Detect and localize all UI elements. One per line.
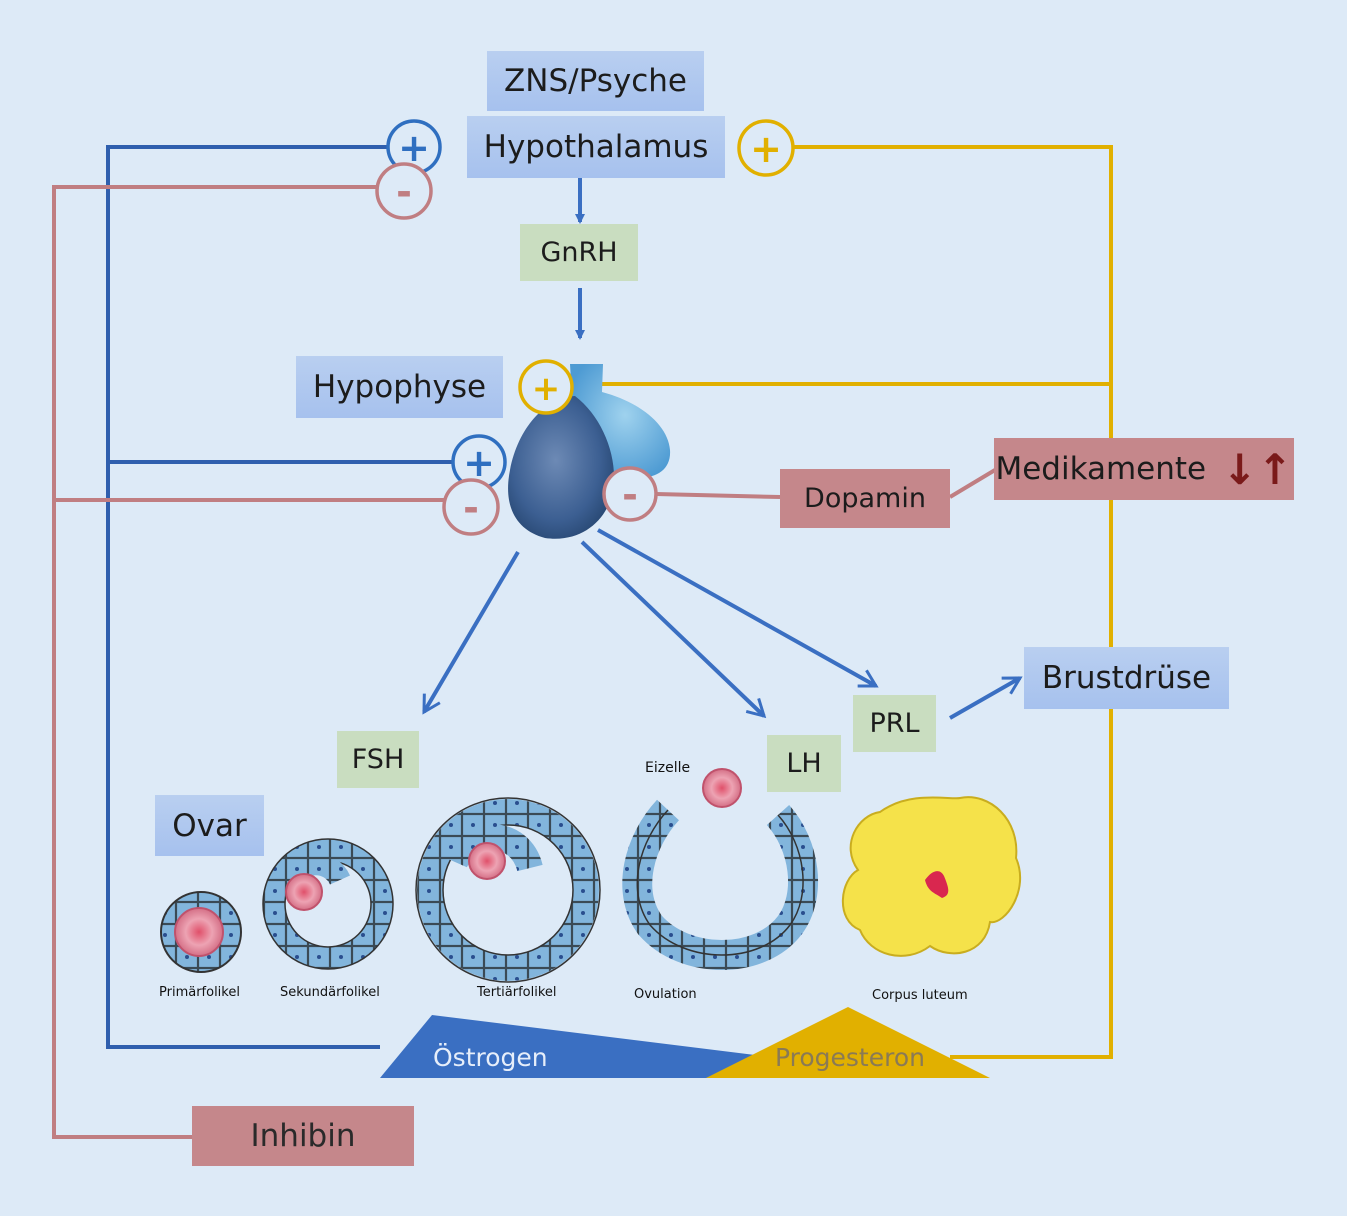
dopamin-box: Dopamin [780, 469, 950, 528]
lh-box: LH [767, 735, 841, 792]
prl-box: PRL [853, 695, 936, 752]
progesteron-label: Progesteron [775, 1043, 925, 1072]
svg-text:+: + [750, 127, 782, 171]
plus-sign-hypophyse-blue: + [451, 434, 507, 490]
ovulation-label: Ovulation [634, 987, 697, 1002]
primaerfolikel-icon [160, 891, 242, 973]
hypophyse-gland-icon [508, 364, 671, 539]
corpus-luteum-icon [841, 796, 1022, 957]
tertiaerfolikel-label: Tertiärfolikel [477, 985, 557, 1000]
svg-text:+: + [532, 369, 561, 409]
svg-text:+: + [463, 441, 495, 485]
brustdruese-box: Brustdrüse [1024, 647, 1229, 709]
progesteron-triangle [706, 1007, 990, 1078]
ovulation-icon [622, 799, 819, 970]
medikamente-box: Medikamente ↓↑ [994, 438, 1294, 500]
arrow-to-fsh [422, 550, 520, 715]
minus-sign-hypothalamus-red: - [375, 162, 433, 220]
plus-sign-hypothalamus-blue: + [386, 119, 442, 175]
oestrogen-label: Östrogen [433, 1043, 548, 1072]
inhibin-feedback-lines [52, 185, 997, 1139]
arrow-prl-brustdruese [949, 676, 1023, 720]
ovar-box: Ovar [155, 795, 264, 856]
svg-text:-: - [396, 170, 412, 214]
medikamente-label: Medikamente [995, 451, 1207, 487]
oestrogen-feedback-lines [106, 145, 452, 1049]
svg-text:-: - [463, 486, 479, 530]
corpus-luteum-label: Corpus luteum [872, 988, 968, 1003]
plus-sign-hypothalamus-gold: + [737, 119, 795, 177]
eizelle-label: Eizelle [645, 760, 691, 776]
svg-text:-: - [622, 473, 638, 517]
arrow-to-prl [597, 528, 879, 688]
eizelle-icon [702, 768, 742, 808]
sekundaerfolikel-label: Sekundärfolikel [280, 985, 380, 1000]
hypothalamus-box: Hypothalamus [467, 116, 725, 178]
minus-sign-dopamin-red: - [602, 466, 658, 522]
plus-sign-hypophyse-gold: + [518, 359, 574, 415]
oestrogen-triangle [380, 1015, 755, 1078]
minus-sign-hypophyse-red: - [442, 478, 500, 536]
progesterone-feedback-lines [572, 145, 1113, 1059]
zns-psyche-box: ZNS/Psyche [487, 51, 704, 111]
arrow-to-lh [580, 540, 767, 719]
tertiaerfolikel-icon [415, 797, 601, 983]
hypophyse-box: Hypophyse [296, 356, 503, 418]
up-down-arrows-icon: ↓↑ [1222, 444, 1293, 494]
gnrh-box: GnRH [520, 224, 638, 281]
sekundaerfolikel-icon [262, 838, 394, 970]
primaerfolikel-label: Primärfolikel [159, 985, 240, 1000]
fsh-box: FSH [337, 731, 419, 788]
inhibin-box: Inhibin [192, 1106, 414, 1166]
